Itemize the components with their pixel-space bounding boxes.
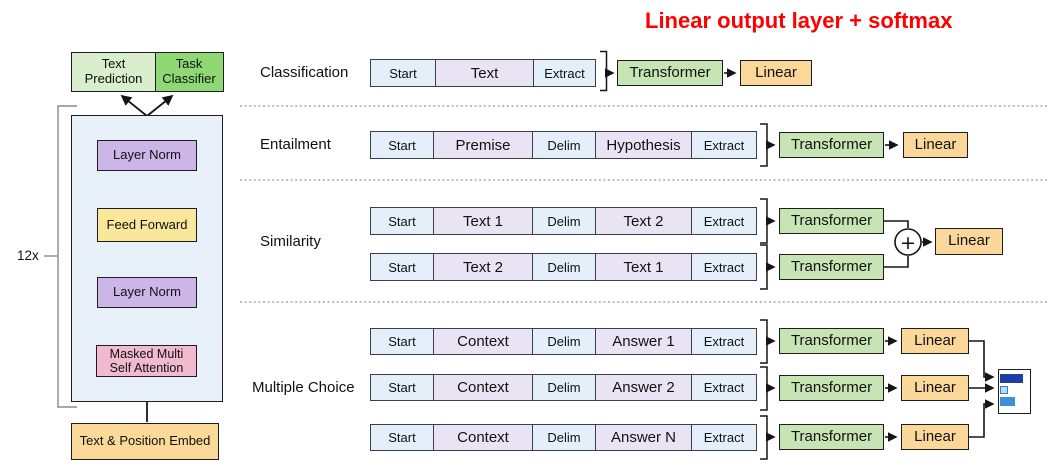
- token-cell: Context: [433, 329, 532, 354]
- bracket-similarity-2: [760, 244, 768, 290]
- token-row-choice-2: Start Context Delim Answer 2 Extract: [370, 374, 757, 401]
- linear-box-entailment: Linear: [903, 132, 968, 158]
- masked-self-attention-box: Masked Multi Self Attention: [96, 345, 197, 377]
- task-label-classification: Classification: [260, 64, 349, 81]
- task-label-entailment: Entailment: [260, 136, 331, 153]
- token-cell: Start: [371, 375, 433, 400]
- linear-box-classification: Linear: [740, 60, 812, 86]
- token-cell: Extract: [691, 425, 756, 450]
- plus-symbol: +: [900, 232, 916, 254]
- token-cell: Delim: [532, 132, 595, 158]
- token-row-classification: Start Text Extract: [370, 59, 596, 87]
- transformer-box-similarity-2: Transformer: [779, 254, 884, 280]
- token-cell: Start: [371, 254, 433, 280]
- token-cell: Delim: [532, 208, 595, 234]
- task-classifier-box: Task Classifier: [154, 52, 224, 92]
- token-cell: Delim: [532, 329, 595, 354]
- token-row-entailment: Start Premise Delim Hypothesis Extract: [370, 131, 757, 159]
- bracket-similarity-1: [760, 198, 768, 244]
- linear-box-similarity: Linear: [935, 228, 1003, 255]
- repeat-count-label: 12x: [17, 248, 39, 263]
- linear-box-choice-1: Linear: [901, 328, 969, 354]
- transformer-box-choice-2: Transformer: [779, 375, 884, 401]
- token-row-choice-3: Start Context Delim Answer N Extract: [370, 424, 757, 451]
- layer-norm-bottom-box: Layer Norm: [97, 277, 197, 308]
- connector-similarity2-to-add: [884, 256, 909, 268]
- feed-forward-box: Feed Forward: [97, 208, 197, 242]
- token-cell: Delim: [532, 375, 595, 400]
- softmax-bar-1: [1000, 374, 1023, 383]
- task-label-multiple-choice: Multiple Choice: [252, 379, 355, 396]
- add-circle-similarity: [894, 228, 922, 256]
- token-cell: Start: [371, 208, 433, 234]
- bracket-classification: [600, 50, 608, 92]
- token-cell: Extract: [691, 208, 756, 234]
- connector-linear1-to-softmax: [969, 340, 995, 382]
- connector-linear3-to-softmax: [969, 399, 995, 438]
- bracket-choice-3: [760, 415, 768, 460]
- masked-attention-line1: Masked Multi: [109, 347, 184, 361]
- token-row-choice-1: Start Context Delim Answer 1 Extract: [370, 328, 757, 355]
- token-cell: Start: [371, 425, 433, 450]
- bracket-choice-1: [760, 319, 768, 364]
- token-cell: Context: [433, 425, 532, 450]
- masked-attention-line2: Self Attention: [109, 361, 184, 375]
- token-cell: Text 1: [433, 208, 532, 234]
- token-cell: Extract: [691, 132, 756, 158]
- token-cell: Answer 2: [595, 375, 691, 400]
- token-cell: Delim: [532, 425, 595, 450]
- token-cell: Premise: [433, 132, 532, 158]
- token-row-similarity-1: Start Text 1 Delim Text 2 Extract: [370, 207, 757, 235]
- token-cell: Answer 1: [595, 329, 691, 354]
- token-cell: Start: [371, 132, 433, 158]
- softmax-bar-3: [1000, 397, 1015, 406]
- token-cell: Text: [435, 60, 533, 86]
- linear-box-choice-2: Linear: [901, 375, 969, 401]
- token-cell: Answer N: [595, 425, 691, 450]
- text-prediction-box: Text Prediction: [71, 52, 156, 92]
- connector-similarity1-to-add: [884, 220, 909, 228]
- token-cell: Context: [433, 375, 532, 400]
- token-cell: Text 1: [595, 254, 691, 280]
- bracket-entailment: [760, 123, 768, 167]
- token-cell: Extract: [691, 254, 756, 280]
- arrow-to-task-classifier: [146, 94, 174, 117]
- layer-norm-top-box: Layer Norm: [97, 140, 197, 171]
- transformer-box-classification: Transformer: [617, 60, 723, 86]
- repeat-brace: [57, 105, 77, 408]
- task-label-similarity: Similarity: [260, 233, 321, 250]
- linear-box-choice-3: Linear: [901, 424, 969, 450]
- figure-title: Linear output layer + softmax: [645, 8, 953, 33]
- softmax-bar-2: [1000, 386, 1008, 394]
- token-cell: Start: [371, 329, 433, 354]
- token-cell: Text 2: [595, 208, 691, 234]
- token-cell: Hypothesis: [595, 132, 691, 158]
- transformer-box-entailment: Transformer: [779, 132, 884, 158]
- arrow-to-text-prediction: [120, 94, 148, 117]
- text-position-embed-box: Text & Position Embed: [71, 423, 219, 460]
- token-cell: Text 2: [433, 254, 532, 280]
- token-cell: Extract: [533, 60, 595, 86]
- transformer-box-choice-3: Transformer: [779, 424, 884, 450]
- token-row-similarity-2: Start Text 2 Delim Text 1 Extract: [370, 253, 757, 281]
- token-cell: Delim: [532, 254, 595, 280]
- transformer-box-choice-1: Transformer: [779, 328, 884, 354]
- token-cell: Extract: [691, 329, 756, 354]
- token-cell: Start: [371, 60, 435, 86]
- bracket-choice-2: [760, 366, 768, 411]
- token-cell: Extract: [691, 375, 756, 400]
- transformer-box-similarity-1: Transformer: [779, 208, 884, 234]
